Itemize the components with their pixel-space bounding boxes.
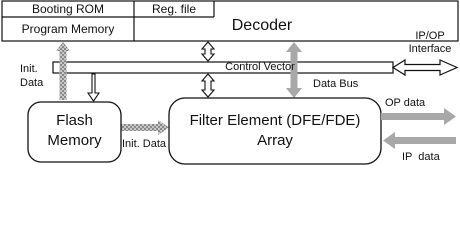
op-data-arrow xyxy=(381,108,456,125)
ip-op-interface-label-line2: Interface xyxy=(408,43,452,55)
filter-array-label-line2: Array xyxy=(257,132,293,149)
flash-memory-box xyxy=(27,101,122,163)
diagram-graphics xyxy=(1,0,459,165)
init-data-right-arrow xyxy=(121,120,169,135)
init-data-up-arrow xyxy=(56,42,70,100)
flash-memory-label-line2: Memory xyxy=(47,132,102,149)
op-data-label: OP data xyxy=(385,97,426,109)
control-flash-arrow xyxy=(86,73,101,102)
control-vector-label: Control Vector xyxy=(225,61,295,73)
ip-data-arrow xyxy=(383,132,456,149)
data-bus-arrow xyxy=(286,42,302,98)
ip-data-label: IP data xyxy=(402,151,440,163)
booting-rom-label: Booting ROM xyxy=(31,2,105,16)
program-memory-label: Program Memory xyxy=(21,22,115,36)
data-bus-label: Data Bus xyxy=(313,78,359,90)
control-filter-arrow xyxy=(200,73,216,98)
init-data-upper-label-line2: Data xyxy=(20,77,44,89)
ip-op-interface-label-line1: IP/OP xyxy=(415,30,445,42)
reg-file-label: Reg. file xyxy=(151,2,197,16)
decoder-label: Decoder xyxy=(231,17,293,34)
init-data-lower-label: Init. Data xyxy=(122,138,167,150)
top-module-frame xyxy=(1,0,459,42)
init-data-upper-label-line1: Init. xyxy=(20,63,38,75)
architecture-diagram: Booting ROM Reg. file Program Memory Dec… xyxy=(0,0,460,166)
flash-memory-label-line1: Flash xyxy=(56,112,93,129)
ip-op-arrow-outline xyxy=(391,58,459,77)
filter-array-box xyxy=(168,97,382,165)
decoder-control-arrow xyxy=(200,41,216,62)
filter-array-label-line1: Filter Element (DFE/FDE) xyxy=(189,112,361,129)
